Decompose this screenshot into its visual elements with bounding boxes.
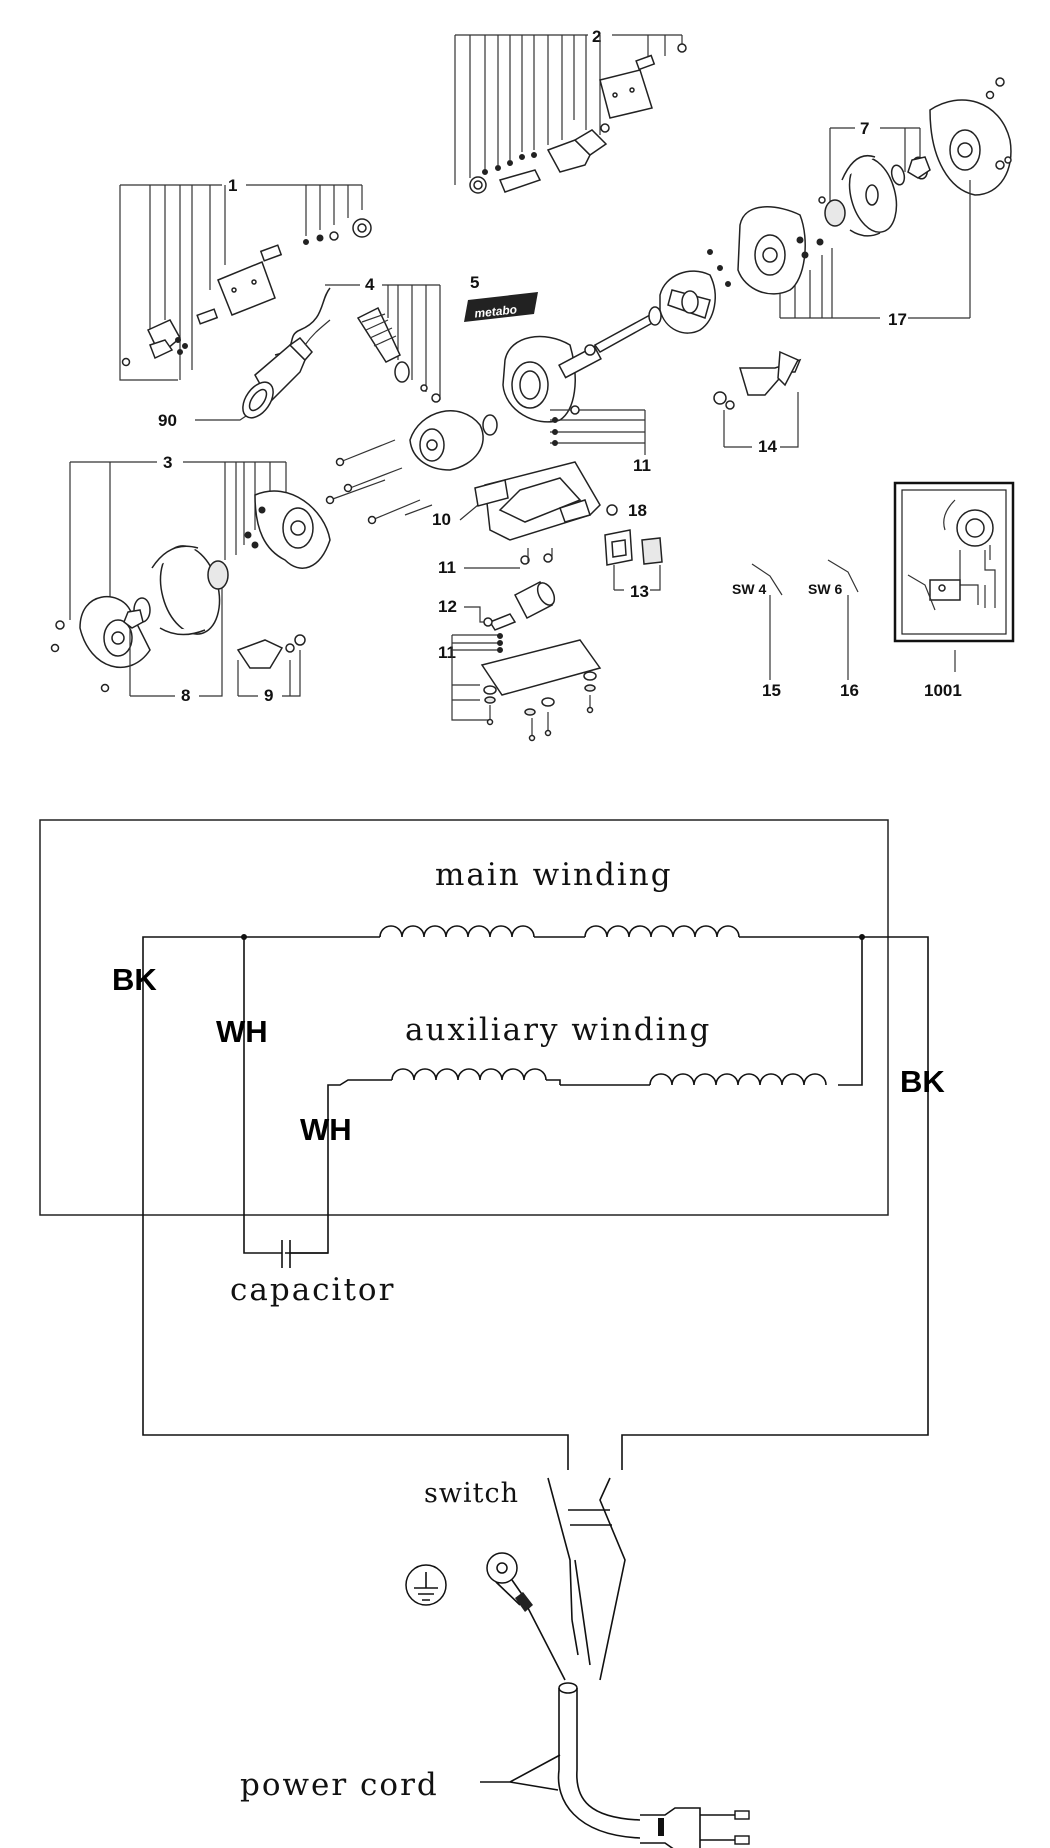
motor-housing-outline bbox=[39, 819, 889, 1216]
callout-17: 16 bbox=[840, 681, 859, 700]
callout-group-10: 10 bbox=[432, 479, 509, 529]
callout-90: 90 bbox=[158, 411, 177, 430]
callout-11-a: 11 bbox=[633, 456, 651, 475]
callout-16: 15 bbox=[762, 681, 781, 700]
wiring-diagram: main winding auxiliary winding capacitor… bbox=[39, 819, 945, 1848]
callout-7: 7 bbox=[860, 119, 869, 138]
callout-group-90: 90 bbox=[158, 319, 331, 430]
aux-winding-coil-1 bbox=[391, 1068, 547, 1081]
callout-4: 4 bbox=[365, 275, 375, 294]
callout-group-8: 8 bbox=[123, 545, 229, 705]
callout-8: 8 bbox=[181, 686, 190, 705]
callout-group-13: 13 bbox=[604, 529, 663, 601]
callout-group-3: 3 bbox=[50, 453, 331, 693]
callout-10: 10 bbox=[432, 510, 451, 529]
power-cord bbox=[480, 1682, 750, 1848]
callout-group-16: SW 4 15 bbox=[732, 563, 783, 700]
front-bearing-cap bbox=[409, 410, 498, 471]
callout-11-b: 11 bbox=[438, 558, 456, 577]
right-guard-cover bbox=[929, 77, 1012, 196]
callout-13: 13 bbox=[630, 582, 649, 601]
callout-9: 9 bbox=[264, 686, 273, 705]
callout-11-c: 11 bbox=[438, 643, 456, 662]
callout-2: 2 bbox=[592, 27, 601, 46]
callout-group-17: SW 6 16 bbox=[808, 559, 859, 700]
callout-group-4: 4 bbox=[274, 275, 441, 403]
motor-base bbox=[484, 461, 601, 541]
callout-group-12: 12 bbox=[438, 580, 556, 631]
callout-group-14: 14 bbox=[713, 350, 802, 456]
wire-label-wh-2: WH bbox=[300, 1112, 352, 1147]
callout-group-11-bottom: 11 bbox=[438, 633, 602, 742]
callout-group-1001: 1001 bbox=[893, 481, 1015, 700]
tie-rods bbox=[325, 439, 433, 525]
callout-group-11-top: 11 bbox=[550, 405, 651, 475]
callout-12: 12 bbox=[438, 597, 457, 616]
callout-group-2: 2 bbox=[454, 27, 687, 194]
callout-group-11-bolts: 11 bbox=[527, 548, 553, 562]
logo-text: metabo bbox=[474, 302, 518, 320]
capacitor-symbol bbox=[281, 1240, 291, 1268]
callout-group-9: 9 bbox=[236, 634, 306, 705]
ground-terminal bbox=[405, 1552, 566, 1681]
callout-group-5: 5 metabo bbox=[464, 273, 538, 322]
motor-end-cap bbox=[659, 249, 731, 334]
callout-group-15: 17 bbox=[737, 180, 971, 329]
auxiliary-winding-label: auxiliary winding bbox=[405, 1012, 711, 1048]
wire-label-bk-left: BK bbox=[112, 962, 157, 997]
callout-5: 5 bbox=[470, 273, 479, 292]
main-winding-coil-1 bbox=[379, 925, 535, 938]
switch-symbol bbox=[547, 1477, 626, 1681]
wire-label-wh-1: WH bbox=[216, 1014, 268, 1049]
metabo-logo bbox=[464, 292, 538, 322]
callout-14: 14 bbox=[758, 437, 777, 456]
callout-group-7: 7 bbox=[818, 119, 931, 237]
motor-stator bbox=[502, 306, 662, 423]
main-winding-coil-2 bbox=[584, 925, 740, 938]
exploded-parts-diagram: 2 1 bbox=[50, 27, 1015, 742]
capacitor-label: capacitor bbox=[230, 1272, 395, 1308]
callout-group-18: 18 bbox=[606, 501, 647, 520]
callout-18: 18 bbox=[628, 501, 647, 520]
wire-label-bk-right: BK bbox=[900, 1064, 945, 1099]
switch-label: switch bbox=[424, 1478, 519, 1509]
power-cord-label: power cord bbox=[240, 1767, 439, 1803]
callout-1: 1 bbox=[228, 176, 237, 195]
callout-1001: 1001 bbox=[924, 681, 962, 700]
callout-group-11-mid: 11 bbox=[438, 553, 553, 577]
main-winding-label: main winding bbox=[435, 857, 673, 893]
tool-label-sw4: SW 4 bbox=[732, 581, 766, 597]
callout-3: 3 bbox=[163, 453, 172, 472]
tool-label-sw6: SW 6 bbox=[808, 581, 842, 597]
callout-15: 17 bbox=[888, 310, 907, 329]
aux-winding-coil-2 bbox=[649, 1073, 827, 1086]
callout-group-1: 1 bbox=[119, 176, 372, 381]
